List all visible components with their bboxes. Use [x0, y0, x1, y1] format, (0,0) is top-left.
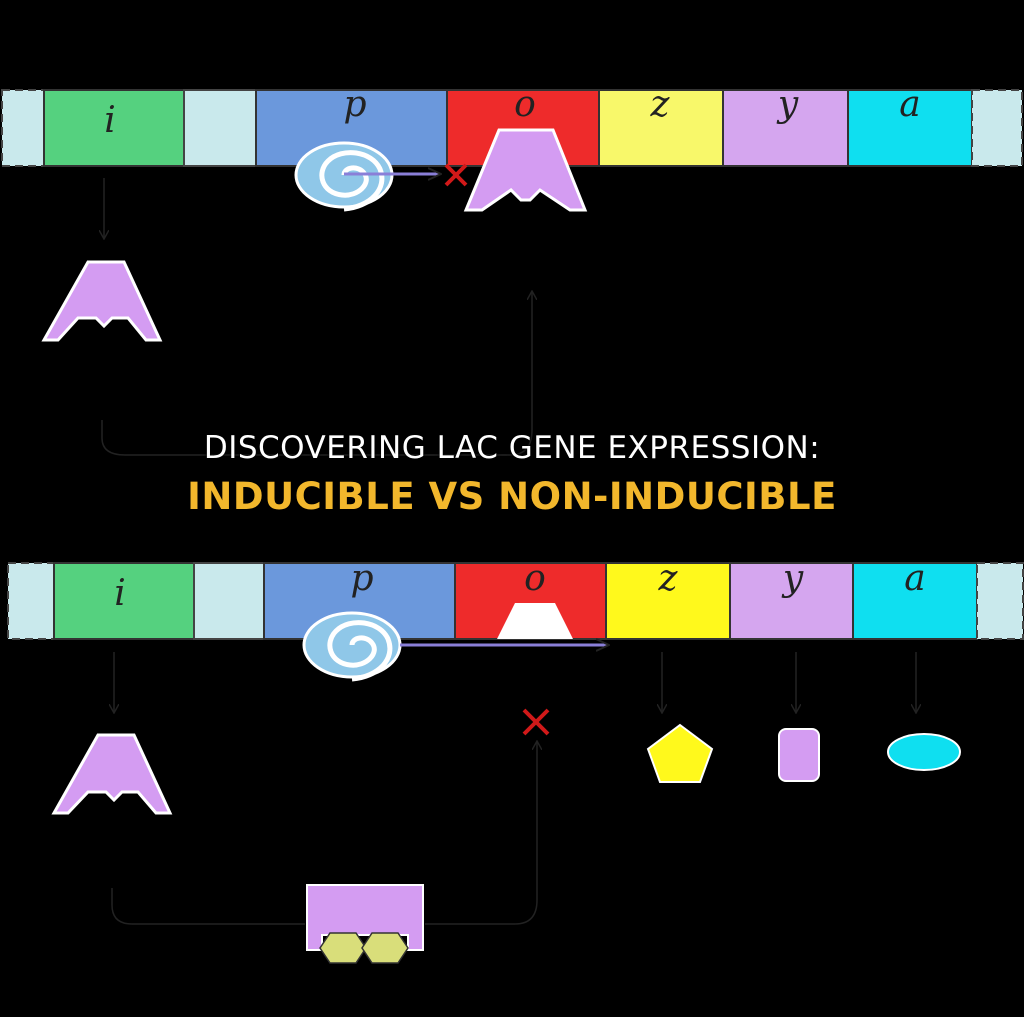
bottom-dna-left-cap — [7, 562, 55, 640]
rna-polymerase-spiral-icon — [294, 141, 394, 212]
top-gene-a-label: a — [899, 84, 920, 125]
bottom-gene-y-label: y — [781, 558, 804, 599]
bottom-dna-right-cap — [976, 562, 1024, 640]
blocked-x-icon — [444, 163, 468, 187]
bottom-dna-strand: i p o z y a — [7, 558, 1024, 640]
title-line-1: DISCOVERING LAC GENE EXPRESSION: — [203, 430, 821, 466]
top-gene-z-label: z — [650, 84, 671, 125]
bottom-panel-induced: i p o z y a — [7, 558, 1024, 964]
bottom-promoter-label: p — [350, 558, 373, 599]
rna-polymerase-active-spiral-icon — [302, 611, 402, 682]
ellipse-icon — [887, 733, 961, 771]
top-gene-y-label: y — [776, 84, 799, 125]
top-dna-strand: i p o z y a — [1, 84, 1023, 167]
top-gene-i-label: i — [104, 100, 116, 141]
top-dna-right-cap — [971, 89, 1023, 167]
rounded-rectangle-icon — [778, 728, 820, 782]
bottom-gene-a-box — [852, 562, 978, 640]
bottom-repressor-protein-icon — [51, 733, 173, 815]
top-operator-label: o — [514, 84, 536, 125]
top-spacer-box — [183, 89, 257, 167]
free-repressor-icon — [41, 260, 163, 342]
bottom-gene-i-label: i — [114, 573, 126, 614]
bottom-gene-a-label: a — [904, 558, 925, 599]
repressor-protein-icon — [463, 128, 588, 212]
pentagon-icon — [646, 723, 714, 783]
bottom-gene-z-box — [605, 562, 731, 640]
top-binding-path — [101, 292, 532, 456]
top-gene-i-box — [43, 89, 185, 167]
hexagon-inducer-icon-2 — [361, 932, 409, 964]
bottom-blocked-x-icon — [522, 708, 550, 736]
repressor-inducer-complex — [306, 884, 424, 964]
bottom-gene-i-box — [53, 562, 195, 640]
bottom-binding-path — [111, 888, 305, 925]
title-line-2: INDUCIBLE VS NON-INDUCIBLE — [187, 475, 837, 518]
top-panel-repressed: i p o z y a — [1, 84, 1023, 456]
top-gene-a-box — [847, 89, 973, 167]
bottom-operator-label: o — [524, 558, 546, 599]
top-dna-left-cap — [1, 89, 47, 167]
hexagon-inducer-icon — [319, 932, 367, 964]
operator-binding-site — [497, 603, 573, 639]
bottom-gene-z-label: z — [658, 558, 679, 599]
top-promoter-label: p — [343, 84, 366, 125]
bottom-binding-path-continued — [425, 742, 537, 925]
bottom-spacer-box — [193, 562, 265, 640]
